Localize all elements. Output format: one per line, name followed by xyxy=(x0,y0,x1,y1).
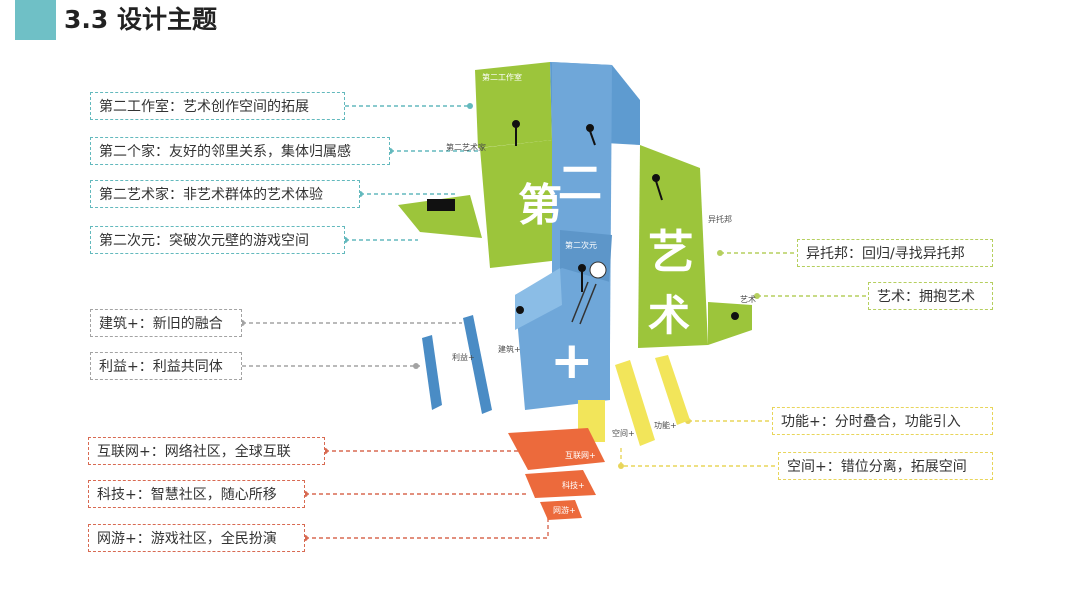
label-heterotopia: 异托邦：回归/寻找异托邦 xyxy=(797,239,993,267)
person-icon-body xyxy=(589,130,596,146)
label-second-studio: 第二工作室：艺术创作空间的拓展 xyxy=(90,92,345,120)
ladder-icon xyxy=(579,283,597,325)
benefit-caption: 利益+ xyxy=(452,352,475,362)
glyph-plus: + xyxy=(550,331,594,391)
game-step xyxy=(540,500,582,520)
connector-dot xyxy=(413,363,419,369)
connector-line xyxy=(305,510,549,539)
space-panel xyxy=(615,360,655,446)
art-caption: 艺术 xyxy=(740,294,756,304)
label-space-plus: 空间+：错位分离，拓展空间 xyxy=(778,452,993,480)
di-block xyxy=(480,140,560,268)
person-icon xyxy=(578,264,586,272)
piano-icon xyxy=(427,199,455,211)
studio-caption: 第二工作室 xyxy=(482,72,522,82)
ladder-icon xyxy=(571,281,589,323)
emblem-icon xyxy=(589,261,607,279)
func-caption: 功能+ xyxy=(654,420,677,430)
benefit-panel xyxy=(422,335,442,410)
person-icon xyxy=(731,312,739,320)
label-second-dimension: 第二次元：突破次元壁的游戏空间 xyxy=(90,226,345,254)
yi-block xyxy=(638,145,708,348)
label-tech-plus: 科技+：智慧社区，随心所移 xyxy=(88,480,305,508)
art-platform xyxy=(708,302,752,345)
glyph-shu: 术 xyxy=(648,291,690,340)
connector-dot xyxy=(467,103,473,109)
label-second-home: 第二个家：友好的邻里关系，集体归属感 xyxy=(90,137,390,165)
label-art: 艺术：拥抱艺术 xyxy=(868,282,993,310)
label-benefit-plus: 利益+：利益共同体 xyxy=(90,352,242,380)
label-internet-plus: 互联网+：网络社区，全球互联 xyxy=(88,437,325,465)
page-title: 3.3 设计主题 xyxy=(64,5,217,34)
person-icon xyxy=(586,124,594,132)
arch-caption: 建筑+ xyxy=(498,344,521,354)
internet-step xyxy=(508,428,605,470)
glyph-er: 二 xyxy=(558,158,602,209)
glyph-yi: 艺 xyxy=(648,225,694,279)
connector-dot xyxy=(754,293,760,299)
connector-line xyxy=(620,448,778,467)
person-icon-body xyxy=(655,180,663,201)
studio-block xyxy=(475,62,552,148)
glyph-di: 第 xyxy=(518,180,562,231)
home-caption: 第二个家 xyxy=(648,136,680,146)
dimension-caption: 第二次元 xyxy=(565,240,597,250)
label-second-artist: 第二艺术家：非艺术群体的艺术体验 xyxy=(90,180,360,208)
label-function-plus: 功能+：分时叠合，功能引入 xyxy=(772,407,993,435)
func-panel xyxy=(655,355,690,425)
space-caption: 空间+ xyxy=(612,428,635,438)
game-caption: 网游+ xyxy=(553,505,576,515)
plus-top xyxy=(515,268,562,330)
utopia-caption: 异托邦 xyxy=(708,214,732,224)
tech-caption: 科技+ xyxy=(562,480,585,490)
artist-caption: 第二艺术家 xyxy=(446,142,486,152)
connector-dot xyxy=(717,250,723,256)
person-icon xyxy=(516,306,524,314)
person-icon xyxy=(512,120,520,128)
internet-caption: 互联网+ xyxy=(565,451,596,460)
person-icon xyxy=(652,174,660,182)
arch-panel xyxy=(463,315,492,414)
title-accent-bar xyxy=(15,0,56,40)
label-online-game-plus: 网游+：游戏社区，全民扮演 xyxy=(88,524,305,552)
piano-platform xyxy=(398,195,482,238)
connector-dot xyxy=(618,463,624,469)
tech-step xyxy=(525,470,596,498)
label-architecture-plus: 建筑+：新旧的融合 xyxy=(90,309,242,337)
